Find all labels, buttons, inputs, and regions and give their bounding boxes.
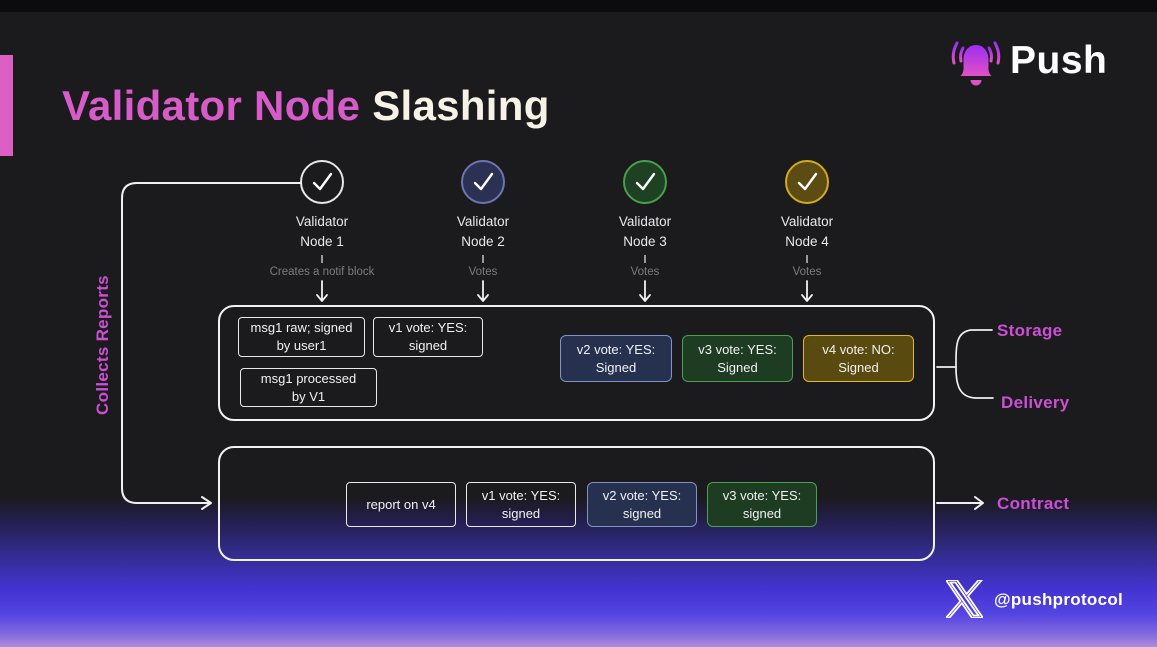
node-action: Votes	[792, 266, 822, 279]
tick-line	[806, 255, 808, 264]
page-title: Validator Node Slashing	[62, 82, 550, 130]
tick-line	[482, 255, 484, 264]
chip-line: v1 vote: YES:	[481, 487, 561, 503]
contract-label: Contract	[997, 494, 1070, 513]
x-twitter-icon	[946, 580, 983, 618]
validator-node-4: Validator Node 4 Votes	[732, 160, 882, 309]
brand-name: Push	[1010, 39, 1108, 82]
node-number: Node 1	[300, 233, 344, 249]
collects-reports-label: Collects Reports	[93, 275, 112, 415]
delivery-label: Delivery	[1001, 393, 1070, 412]
chip-report-on-v4: report on v4	[346, 482, 456, 527]
social-handle: @pushprotocol	[994, 590, 1124, 609]
chip-line: msg1 processed	[260, 370, 357, 386]
node-label: Validator Node 1	[247, 212, 397, 251]
left-accent-bar	[0, 55, 13, 156]
chip-line: Signed	[595, 359, 637, 375]
node-number: Node 3	[623, 233, 667, 249]
bell-icon	[951, 41, 1001, 86]
check-icon	[461, 160, 505, 204]
check-icon	[623, 160, 667, 204]
arrow-down-icon	[639, 280, 651, 303]
chip-v1-vote-storage: v1 vote: YES: signed	[373, 317, 483, 357]
node-action: Creates a notif block	[269, 266, 375, 279]
bottom-gradient	[0, 497, 1157, 647]
chip-line: by user1	[276, 338, 327, 353]
chip-line: signed	[501, 505, 541, 521]
node-name: Validator	[780, 214, 834, 229]
tick-line	[644, 255, 646, 264]
chip-line: msg1 raw; signed	[250, 320, 353, 336]
node-action: Votes	[630, 266, 660, 279]
chip-line: Signed	[717, 359, 758, 375]
top-strip	[0, 0, 1157, 12]
chip-line: signed	[408, 338, 448, 353]
node-label: Validator Node 2	[408, 212, 558, 251]
title-highlight: Validator Node	[62, 82, 361, 129]
chip-line: by V1	[291, 388, 326, 404]
chip-v2-vote-report: v2 vote: YES: signed	[587, 482, 697, 527]
chip-line: Signed	[838, 359, 879, 375]
chip-v1-vote-report: v1 vote: YES: signed	[466, 482, 576, 527]
chip-line: v3 vote: YES:	[698, 341, 777, 357]
chip-line: report on v4	[366, 496, 436, 512]
chip-msg1-processed: msg1 processed by V1	[240, 368, 377, 407]
chip-msg1-raw: msg1 raw; signed by user1	[238, 317, 365, 357]
node-name: Validator	[618, 214, 672, 229]
node-name: Validator	[456, 214, 510, 229]
validator-node-1: Validator Node 1 Creates a notif block	[247, 160, 397, 309]
node-name: Validator	[295, 214, 349, 229]
validator-node-2: Validator Node 2 Votes	[408, 160, 558, 309]
check-icon	[300, 160, 344, 204]
node-label: Validator Node 4	[732, 212, 882, 251]
arrow-down-icon	[801, 280, 813, 303]
node-number: Node 2	[461, 233, 505, 249]
node-label: Validator Node 3	[570, 212, 720, 251]
chip-v3-vote-storage: v3 vote: YES: Signed	[682, 335, 793, 382]
storage-label: Storage	[997, 321, 1063, 340]
chip-line: v2 vote: YES:	[602, 487, 682, 503]
node-number: Node 4	[785, 233, 829, 249]
chip-line: v1 vote: YES:	[388, 320, 468, 336]
tick-line	[321, 255, 323, 264]
chip-v3-vote-report: v3 vote: YES: signed	[707, 482, 817, 527]
node-action: Votes	[468, 266, 498, 279]
push-logo: Push	[950, 32, 1107, 90]
chip-line: v3 vote: YES:	[722, 487, 802, 503]
chip-v4-vote-storage: v4 vote: NO: Signed	[803, 335, 914, 382]
chip-line: signed	[742, 505, 782, 521]
chip-v2-vote-storage: v2 vote: YES: Signed	[560, 335, 672, 382]
report-frame	[218, 446, 935, 561]
check-icon	[785, 160, 829, 204]
chip-line: signed	[622, 505, 662, 521]
chip-line: v2 vote: YES:	[576, 341, 656, 357]
arrow-down-icon	[477, 280, 489, 303]
title-rest: Slashing	[360, 82, 550, 129]
arrow-down-icon	[316, 280, 328, 303]
chip-line: v4 vote: NO:	[822, 341, 895, 357]
validator-node-3: Validator Node 3 Votes	[570, 160, 720, 309]
